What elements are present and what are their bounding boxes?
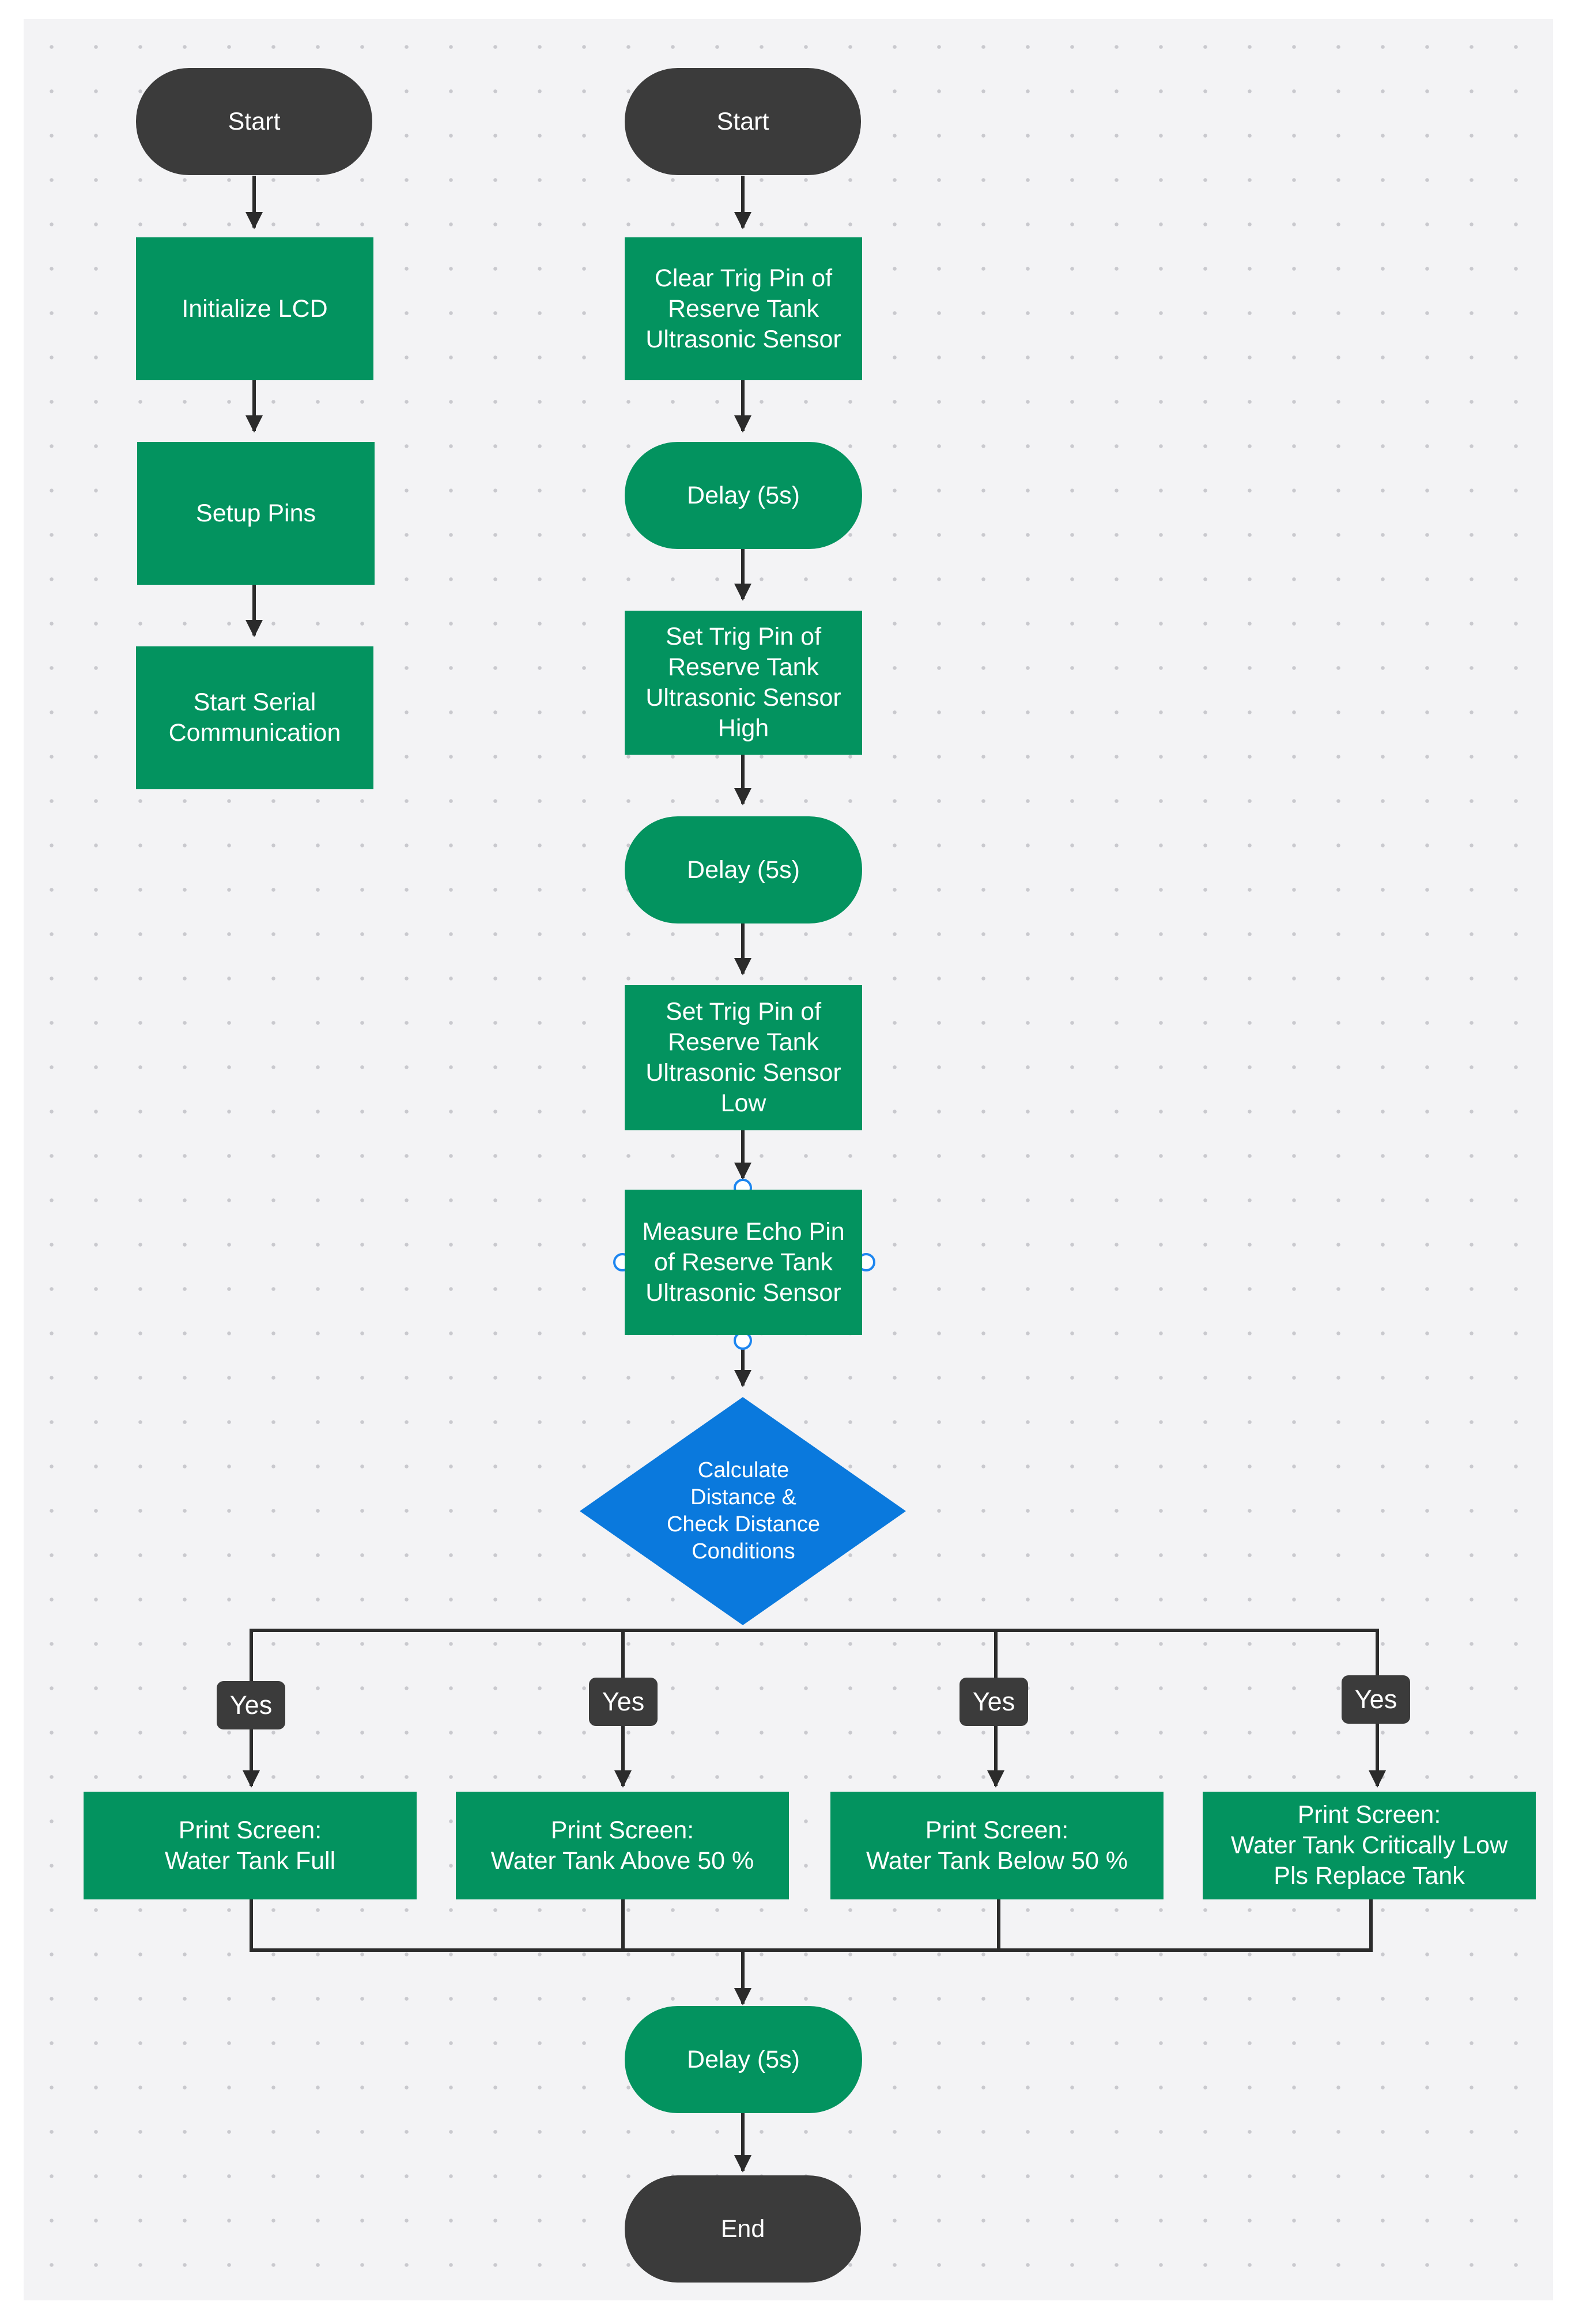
- yes-tag-3-label: Yes: [972, 1687, 1015, 1716]
- decision-label: Calculate Distance & Check Distance Cond…: [666, 1458, 821, 1564]
- measure-echo-label: Measure Echo Pin of Reserve Tank Ultraso…: [642, 1217, 845, 1307]
- yes-tag-4[interactable]: Yes: [1342, 1675, 1410, 1724]
- delay-2-label: Delay (5s): [687, 856, 800, 884]
- print-full-box[interactable]: Print Screen: Water Tank Full: [84, 1792, 417, 1899]
- end-terminal[interactable]: End: [625, 2175, 861, 2283]
- yes-tag-4-label: Yes: [1354, 1685, 1397, 1714]
- set-trig-high-label: Set Trig Pin of Reserve Tank Ultrasonic …: [645, 623, 841, 742]
- start-terminal-left-label: Start: [228, 107, 281, 135]
- print-critical-box[interactable]: Print Screen: Water Tank Critically Low …: [1203, 1792, 1536, 1899]
- start-terminal-left[interactable]: Start: [136, 68, 372, 175]
- set-trig-low-label: Set Trig Pin of Reserve Tank Ultrasonic …: [645, 998, 841, 1117]
- print-below-50-box[interactable]: Print Screen: Water Tank Below 50 %: [830, 1792, 1164, 1899]
- print-below-50-label: Print Screen: Water Tank Below 50 %: [866, 1816, 1128, 1875]
- selection-handle-bottom[interactable]: [734, 1331, 752, 1350]
- measure-echo-box[interactable]: Measure Echo Pin of Reserve Tank Ultraso…: [625, 1190, 862, 1335]
- delay-box-3[interactable]: Delay (5s): [625, 2006, 862, 2113]
- set-trig-high-box[interactable]: Set Trig Pin of Reserve Tank Ultrasonic …: [625, 611, 862, 755]
- clear-trig-label: Clear Trig Pin of Reserve Tank Ultrasoni…: [645, 264, 841, 353]
- yes-tag-1-label: Yes: [229, 1690, 273, 1720]
- start-serial-label: Start Serial Communication: [168, 688, 341, 747]
- initialize-lcd-label: Initialize LCD: [182, 294, 328, 323]
- branch-bus: [250, 1629, 1379, 1780]
- yes-tag-3[interactable]: Yes: [960, 1678, 1028, 1726]
- start-terminal-main[interactable]: Start: [625, 68, 861, 175]
- merge-bus: [250, 1898, 1373, 1952]
- print-full-label: Print Screen: Water Tank Full: [164, 1816, 336, 1875]
- set-trig-low-box[interactable]: Set Trig Pin of Reserve Tank Ultrasonic …: [625, 985, 862, 1130]
- print-above-50-box[interactable]: Print Screen: Water Tank Above 50 %: [456, 1792, 789, 1899]
- delay-box-1[interactable]: Delay (5s): [625, 442, 862, 549]
- yes-tag-1[interactable]: Yes: [217, 1681, 285, 1729]
- end-terminal-label: End: [720, 2215, 765, 2243]
- initialize-lcd-box[interactable]: Initialize LCD: [136, 237, 373, 380]
- setup-pins-box[interactable]: Setup Pins: [137, 442, 375, 585]
- yes-tag-2[interactable]: Yes: [589, 1678, 658, 1726]
- delay-box-2[interactable]: Delay (5s): [625, 816, 862, 923]
- print-critical-label: Print Screen: Water Tank Critically Low …: [1230, 1801, 1508, 1890]
- decision-diamond[interactable]: [580, 1397, 906, 1625]
- start-serial-box[interactable]: Start Serial Communication: [136, 646, 373, 789]
- delay-3-label: Delay (5s): [687, 2045, 800, 2073]
- clear-trig-box[interactable]: Clear Trig Pin of Reserve Tank Ultrasoni…: [625, 237, 862, 380]
- start-terminal-main-label: Start: [716, 107, 769, 135]
- print-above-50-label: Print Screen: Water Tank Above 50 %: [490, 1816, 754, 1875]
- flowchart-canvas[interactable]: [24, 19, 1553, 2300]
- setup-pins-label: Setup Pins: [196, 499, 316, 527]
- yes-tag-2-label: Yes: [602, 1687, 645, 1716]
- delay-1-label: Delay (5s): [687, 481, 800, 509]
